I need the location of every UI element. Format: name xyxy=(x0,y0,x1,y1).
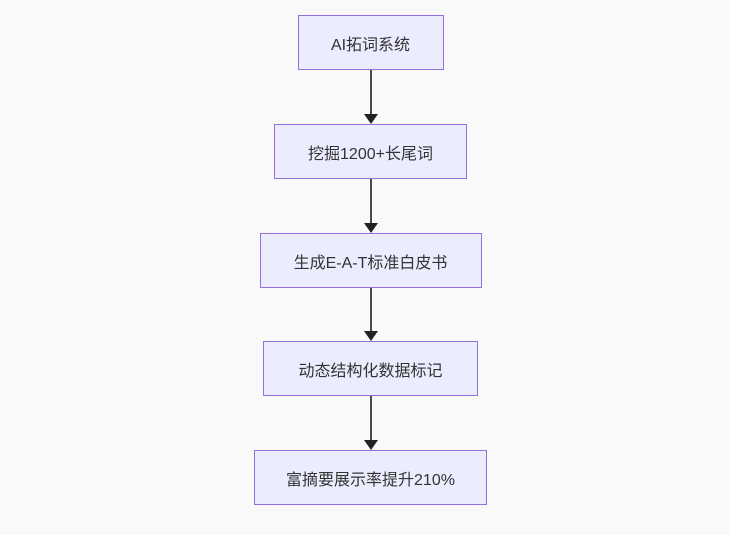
flow-node-label: 挖掘1200+长尾词 xyxy=(308,145,433,163)
flow-node-longtail-mining: 挖掘1200+长尾词 xyxy=(274,124,467,179)
flowchart: AI拓词系统 挖掘1200+长尾词 生成E-A-T标准白皮书 动态结构化数据标记… xyxy=(6,0,729,535)
flow-node-label: AI拓词系统 xyxy=(330,36,411,54)
arrow-down-3 xyxy=(363,288,378,341)
arrow-shaft xyxy=(369,396,372,440)
arrow-down-4 xyxy=(363,396,378,450)
arrow-down-2 xyxy=(363,179,378,233)
arrowhead-icon xyxy=(363,114,378,124)
arrowhead-icon xyxy=(363,223,378,233)
flow-node-structured-data-markup: 动态结构化数据标记 xyxy=(263,341,478,396)
arrow-shaft xyxy=(369,288,372,331)
flow-node-rich-snippet-rate: 富摘要展示率提升210% xyxy=(254,450,487,505)
arrowhead-icon xyxy=(363,440,378,450)
flow-node-label: 动态结构化数据标记 xyxy=(298,362,443,380)
flow-node-ai-word-expansion: AI拓词系统 xyxy=(297,15,444,70)
arrowhead-icon xyxy=(363,331,378,341)
flow-node-eat-whitepaper: 生成E-A-T标准白皮书 xyxy=(259,233,482,288)
arrow-shaft xyxy=(369,70,372,114)
flow-node-label: 生成E-A-T标准白皮书 xyxy=(293,254,448,272)
arrow-shaft xyxy=(369,179,372,223)
arrow-down-1 xyxy=(363,70,378,124)
flow-node-label: 富摘要展示率提升210% xyxy=(286,471,455,489)
